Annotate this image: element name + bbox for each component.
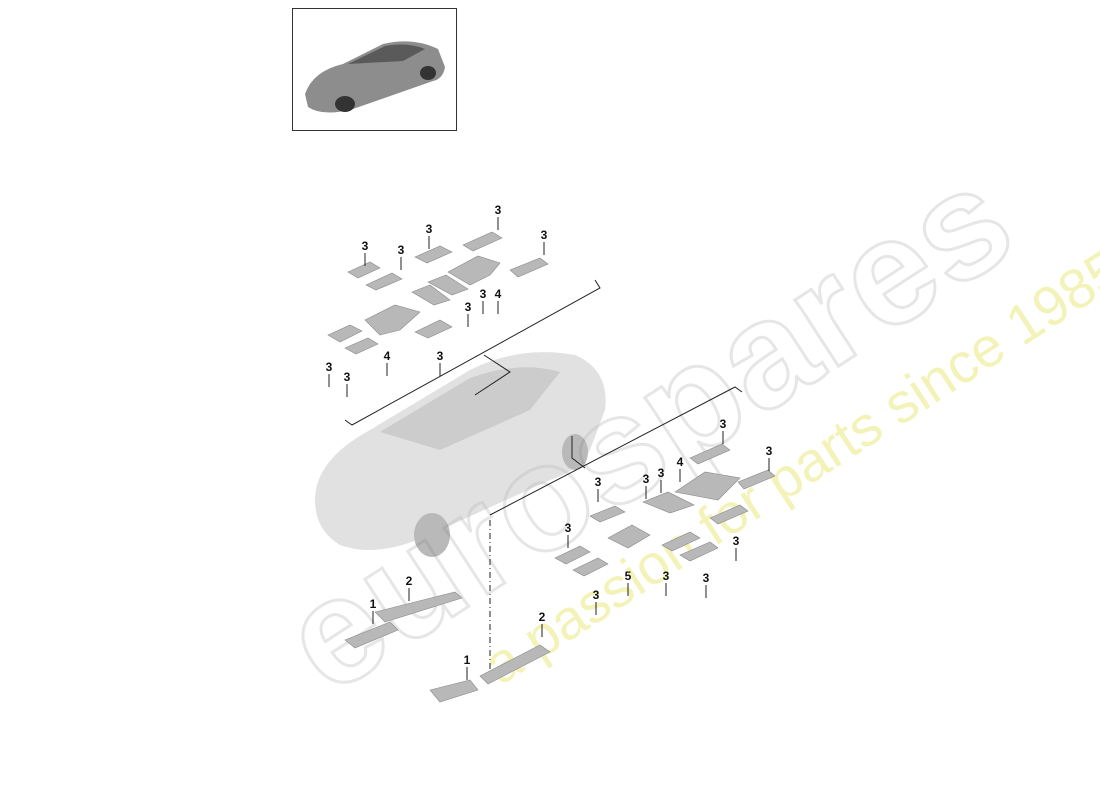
sill-parts-group: [344, 591, 551, 703]
callout-0: 3: [362, 239, 369, 253]
callout-4: 3: [541, 228, 548, 242]
callout-25: 1: [370, 597, 377, 611]
callout-7: 3: [465, 300, 472, 314]
callout-22: 3: [703, 571, 710, 585]
vehicle-thumbnail: [292, 8, 457, 131]
callout-20: 3: [733, 534, 740, 548]
callout-17: 3: [595, 475, 602, 489]
callout-19: 5: [625, 569, 632, 583]
callout-12: 3: [720, 417, 727, 431]
callout-2: 3: [426, 222, 433, 236]
callout-8: 4: [384, 349, 391, 363]
callout-27: 1: [464, 653, 471, 667]
callout-10: 3: [326, 360, 333, 374]
callout-1: 3: [398, 243, 405, 257]
callout-24: 2: [406, 574, 413, 588]
car-thumbnail-image: [305, 41, 445, 113]
callout-26: 2: [539, 610, 546, 624]
callout-14: 4: [677, 455, 684, 469]
callout-6: 4: [495, 287, 502, 301]
callout-21: 3: [663, 569, 670, 583]
callout-11: 3: [344, 370, 351, 384]
callout-5: 3: [480, 287, 487, 301]
callout-23: 3: [593, 588, 600, 602]
callout-9: 3: [437, 349, 444, 363]
right-parts-group: [554, 443, 776, 577]
top-parts-group: [327, 231, 549, 355]
callout-15: 3: [643, 472, 650, 486]
callout-18: 3: [565, 521, 572, 535]
callout-3: 3: [495, 203, 502, 217]
callout-16: 3: [658, 466, 665, 480]
callout-13: 3: [766, 444, 773, 458]
car-illustration: [315, 352, 606, 557]
